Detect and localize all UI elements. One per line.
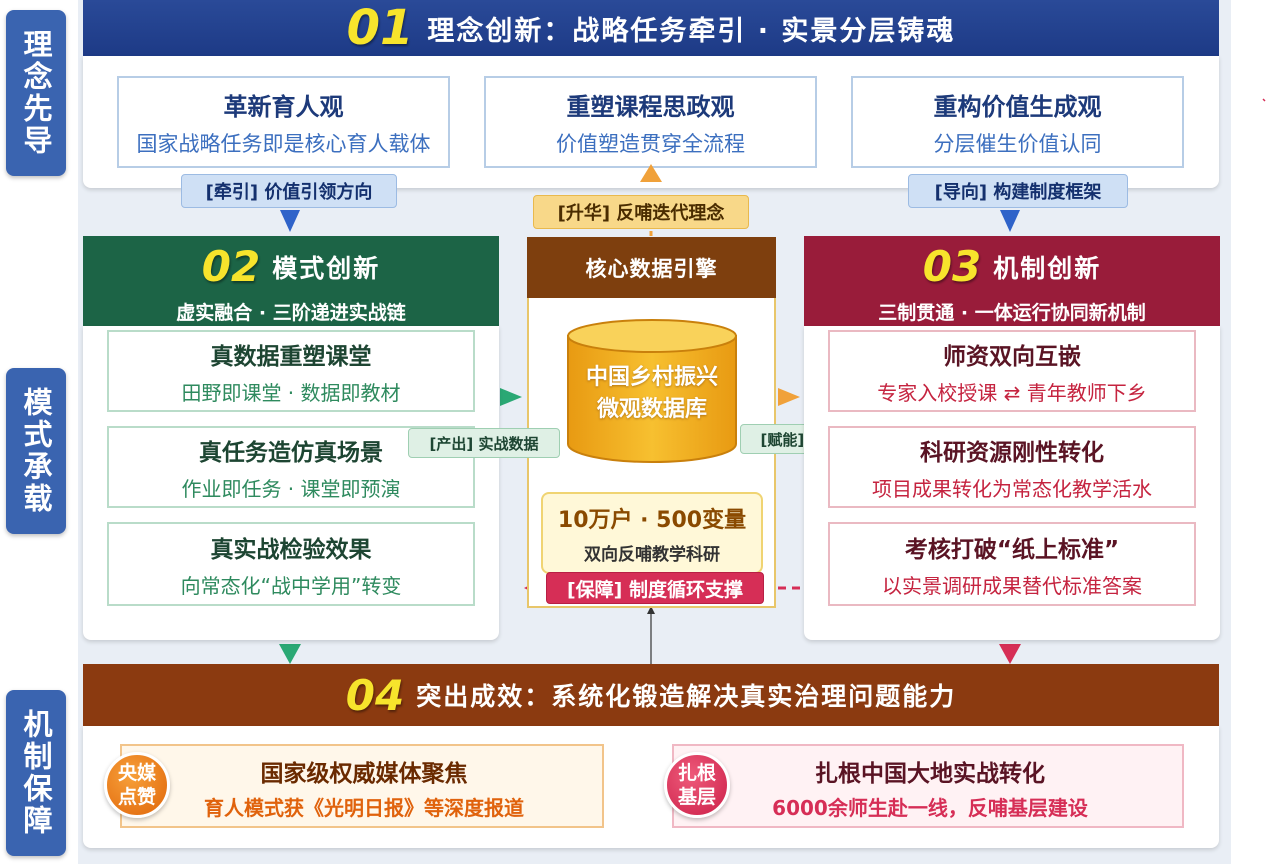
- arrow-down-right: [1000, 210, 1020, 232]
- section3-title: 机制创新: [993, 253, 1102, 283]
- section3-subtitle: 三制贯通 · 一体运行协同新机制: [878, 302, 1146, 324]
- arrow-right-orange: [778, 388, 800, 406]
- badge-media-icon: 央媒点赞: [104, 752, 170, 818]
- stat-sub: 双向反哺教学科研: [584, 544, 720, 565]
- impact-media-title: 国家级权威媒体聚焦: [260, 761, 468, 787]
- concept-card-value: 重构价值生成观 分层催生价值认同: [851, 76, 1184, 168]
- model-card-task: 真任务造仿真场景 作业即任务 · 课堂即预演: [107, 426, 475, 508]
- arrow-down-red: [999, 644, 1021, 664]
- arrow-right-green: [500, 388, 522, 406]
- core-header: 核心数据引擎: [527, 237, 776, 298]
- badge-grassroots-label: 扎根基层: [677, 762, 716, 808]
- stat-box: 10万户 · 500变量 双向反哺教学科研: [541, 492, 763, 574]
- database-label: 中国乡村振兴 微观数据库: [566, 362, 738, 426]
- impact-media: 国家级权威媒体聚焦 育人模式获《光明日报》等深度报道: [120, 744, 604, 828]
- card-title: 科研资源刚性转化: [920, 439, 1104, 466]
- badge-media-label: 央媒点赞: [117, 762, 156, 808]
- tag-guide: [牵引] 价值引领方向: [181, 174, 397, 208]
- card-title: 重构价值生成观: [933, 92, 1102, 121]
- card-title: 真任务造仿真场景: [199, 439, 383, 466]
- section4-title: 突出成效：系统化锻造解决真实治理问题能力: [416, 682, 957, 711]
- card-subtitle: 项目成果转化为常态化教学活水: [872, 476, 1152, 501]
- section1-header: 01 理念创新：战略任务牵引 · 实景分层铸魂: [83, 0, 1219, 56]
- section1-title: 理念创新：战略任务牵引 · 实景分层铸魂: [427, 15, 956, 47]
- concept-card-curriculum: 重塑课程思政观 价值塑造贯穿全流程: [484, 76, 817, 168]
- badge-grassroots-icon: 扎根基层: [664, 752, 730, 818]
- arrow-down-green: [279, 644, 301, 664]
- concept-card-education: 革新育人观 国家战略任务即是核心育人载体: [117, 76, 450, 168]
- card-title: 考核打破“纸上标准”: [904, 536, 1120, 563]
- card-subtitle: 以实景调研成果替代标准答案: [882, 573, 1142, 598]
- arrow-down-left: [280, 210, 300, 232]
- mechanism-card-assessment: 考核打破“纸上标准” 以实景调研成果替代标准答案: [828, 522, 1196, 606]
- model-card-practice: 真实战检验效果 向常态化“战中学用”转变: [107, 522, 475, 606]
- section3-header: 03 机制创新 三制贯通 · 一体运行协同新机制: [804, 236, 1220, 326]
- card-subtitle: 向常态化“战中学用”转变: [180, 573, 402, 598]
- section2-title: 模式创新: [272, 253, 381, 283]
- tag-orient: [导向] 构建制度框架: [908, 174, 1128, 208]
- section2-header: 02 模式创新 虚实融合 · 三阶递进实战链: [83, 236, 499, 326]
- arrow-up-center: [640, 164, 662, 182]
- tag-output: [产出] 实战数据: [408, 428, 560, 458]
- card-title: 真数据重塑课堂: [210, 343, 372, 370]
- tag-elevate: [升华] 反哺迭代理念: [533, 195, 749, 229]
- card-subtitle: 国家战略任务即是核心育人载体: [136, 131, 431, 156]
- card-subtitle: 田野即课堂 · 数据即教材: [181, 380, 401, 405]
- mechanism-card-research: 科研资源刚性转化 项目成果转化为常态化教学活水: [828, 426, 1196, 508]
- impact-grassroots-sub: 6000余师生赴一线，反哺基层建设: [772, 796, 1088, 820]
- section4-number: 04: [345, 670, 405, 720]
- side-label-concept: 理念先导: [6, 10, 66, 176]
- card-title: 师资双向互嵌: [943, 343, 1081, 370]
- card-subtitle: 分层催生价值认同: [933, 131, 1102, 156]
- database-label-line1: 中国乡村振兴: [585, 365, 718, 390]
- database-icon: [567, 319, 737, 463]
- section3-number: 03: [922, 242, 982, 291]
- card-subtitle: 价值塑造贯穿全流程: [556, 131, 745, 156]
- model-card-data: 真数据重塑课堂 田野即课堂 · 数据即教材: [107, 330, 475, 412]
- side-label-model: 模式承载: [6, 368, 66, 534]
- impact-grassroots: 扎根中国大地实战转化 6000余师生赴一线，反哺基层建设: [672, 744, 1184, 828]
- database-label-line2: 微观数据库: [596, 397, 707, 422]
- section4-header: 04 突出成效：系统化锻造解决真实治理问题能力: [83, 664, 1219, 726]
- stat-value: 10万户 · 500变量: [557, 507, 747, 533]
- section1-number: 01: [346, 0, 414, 56]
- tag-support: [保障] 制度循环支撑: [546, 572, 764, 604]
- card-title: 重塑课程思政观: [566, 92, 735, 121]
- section2-subtitle: 虚实融合 · 三阶递进实战链: [176, 302, 406, 324]
- mechanism-card-teachers: 师资双向互嵌 专家入校授课 ⇄ 青年教师下乡: [828, 330, 1196, 412]
- section2-number: 02: [201, 242, 261, 291]
- impact-grassroots-title: 扎根中国大地实战转化: [815, 761, 1045, 787]
- card-title: 真实战检验效果: [210, 536, 372, 563]
- impact-media-sub: 育人模式获《光明日报》等深度报道: [204, 796, 524, 820]
- card-subtitle: 专家入校授课 ⇄ 青年教师下乡: [877, 380, 1147, 405]
- side-label-mechanism: 机制保障: [6, 690, 66, 856]
- card-title: 革新育人观: [223, 92, 344, 121]
- card-subtitle: 作业即任务 · 课堂即预演: [181, 476, 401, 501]
